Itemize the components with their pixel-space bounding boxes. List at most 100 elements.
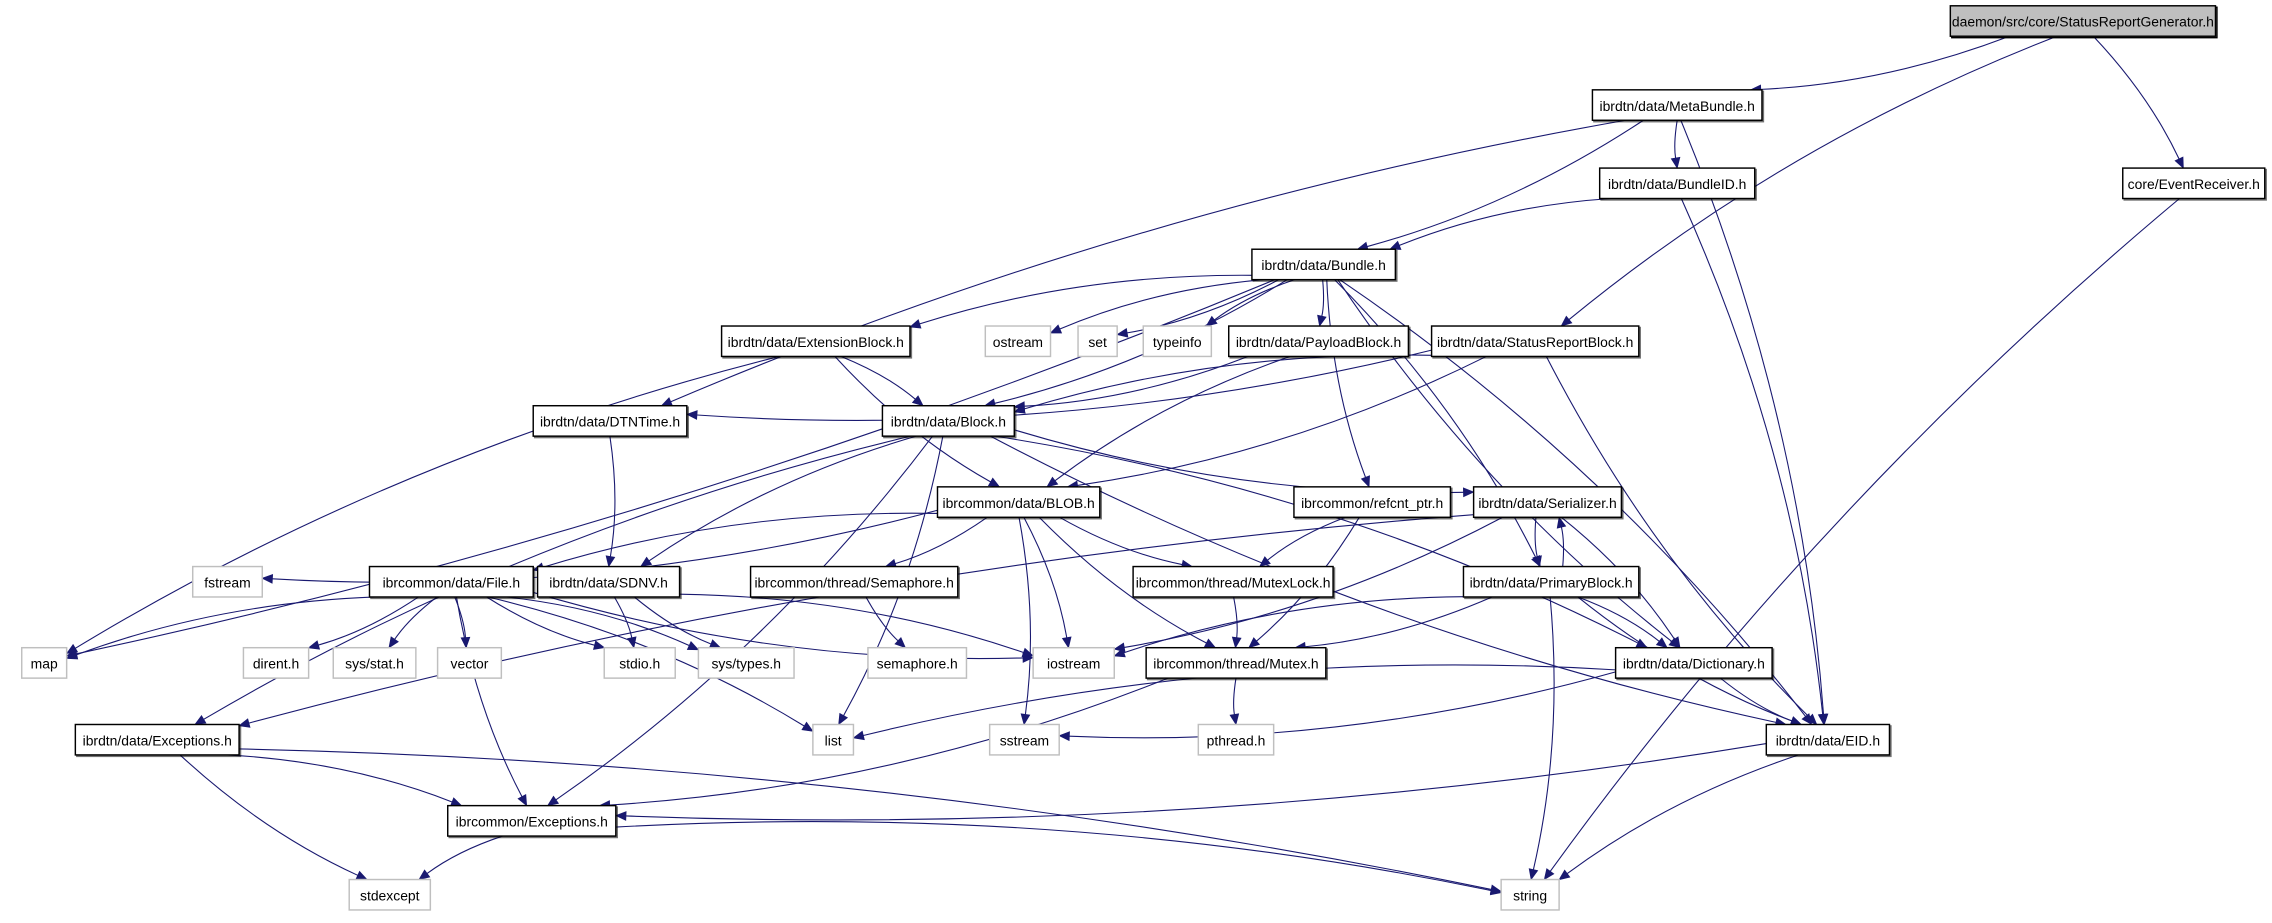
arrowhead-icon xyxy=(685,410,698,420)
node-srg[interactable]: daemon/src/core/StatusReportGenerator.h xyxy=(1949,5,2218,39)
node-cexceptions[interactable]: ibrcommon/Exceptions.h xyxy=(447,804,618,839)
edge-payloadblock-to-block xyxy=(1024,355,1249,407)
arrowhead-icon xyxy=(546,795,560,807)
node-label: stdio.h xyxy=(619,656,660,672)
node-semaphore[interactable]: semaphore.h xyxy=(867,646,968,679)
node-box xyxy=(749,565,959,598)
node-box xyxy=(21,646,68,679)
node-extensionblock[interactable]: ibrdtn/data/ExtensionBlock.h xyxy=(720,325,913,359)
node-typeinfo[interactable]: typeinfo xyxy=(1142,325,1213,358)
edge-payloadblock-to-blob xyxy=(1054,355,1291,482)
node-vector[interactable]: vector xyxy=(436,646,503,679)
node-box xyxy=(1142,325,1213,358)
arrowhead-icon xyxy=(1205,315,1218,327)
node-file[interactable]: ibrcommon/data/File.h xyxy=(368,565,536,600)
node-box xyxy=(1032,646,1115,679)
node-block[interactable]: ibrdtn/data/Block.h xyxy=(881,404,1017,439)
node-eid[interactable]: ibrdtn/data/EID.h xyxy=(1765,723,1892,758)
node-ostream[interactable]: ostream xyxy=(984,325,1052,358)
node-sdnv[interactable]: ibrdtn/data/SDNV.h xyxy=(536,565,682,600)
node-dictionary[interactable]: ibrdtn/data/Dictionary.h xyxy=(1614,646,1775,681)
node-string[interactable]: string xyxy=(1500,878,1560,911)
edge-blob-to-mutex xyxy=(1038,516,1207,644)
node-label: sys/stat.h xyxy=(345,656,404,672)
node-bundle[interactable]: ibrdtn/data/Bundle.h xyxy=(1251,248,1398,282)
node-label: ibrdtn/data/BundleID.h xyxy=(1608,176,1746,192)
node-label: ibrcommon/thread/Mutex.h xyxy=(1153,656,1318,672)
edge-cexceptions-to-string xyxy=(615,821,1492,892)
node-mutex[interactable]: ibrcommon/thread/Mutex.h xyxy=(1145,646,1328,681)
node-primaryblock[interactable]: ibrdtn/data/PrimaryBlock.h xyxy=(1462,565,1641,600)
arrowhead-icon xyxy=(517,794,528,807)
node-metabundle[interactable]: ibrdtn/data/MetaBundle.h xyxy=(1591,89,1765,123)
node-box xyxy=(2122,167,2266,200)
edge-blob-to-iostream xyxy=(1023,517,1068,638)
edge-file-to-stdio xyxy=(486,596,595,646)
arrowhead-icon xyxy=(1670,636,1681,649)
node-eventreceiver[interactable]: core/EventReceiver.h xyxy=(2122,167,2267,201)
node-label: ibrdtn/data/Block.h xyxy=(891,414,1006,430)
node-blob[interactable]: ibrcommon/data/BLOB.h xyxy=(936,486,1102,520)
edge-bundleid-to-bundle xyxy=(1399,197,1611,246)
node-statusreportblock[interactable]: ibrdtn/data/StatusReportBlock.h xyxy=(1430,325,1641,359)
arrowhead-icon xyxy=(1229,713,1240,726)
edge-dictionary-to-eid xyxy=(1720,677,1793,722)
node-box xyxy=(1614,646,1773,679)
node-sstream[interactable]: sstream xyxy=(988,723,1060,756)
arrowhead-icon xyxy=(307,640,321,650)
arrowhead-icon xyxy=(238,718,251,728)
node-stdexcept[interactable]: stdexcept xyxy=(348,878,432,911)
node-box xyxy=(536,565,681,598)
node-semaphoreh[interactable]: ibrcommon/thread/Semaphore.h xyxy=(749,565,960,600)
node-pthread[interactable]: pthread.h xyxy=(1197,723,1275,756)
edge-mutex-to-pthread xyxy=(1233,678,1237,715)
edge-extensionblock-to-map xyxy=(75,355,780,649)
node-box xyxy=(1293,486,1452,519)
node-label: daemon/src/core/StatusReportGenerator.h xyxy=(1952,14,2214,30)
node-map[interactable]: map xyxy=(21,646,68,679)
edge-primaryblock-to-iostream xyxy=(1123,596,1464,654)
edge-metabundle-to-dtntime xyxy=(670,119,1626,403)
arrowhead-icon xyxy=(1061,636,1072,649)
node-bundleid[interactable]: ibrdtn/data/BundleID.h xyxy=(1598,167,1757,201)
node-stdio[interactable]: stdio.h xyxy=(603,646,676,679)
arrowhead-icon xyxy=(1389,240,1402,250)
node-set[interactable]: set xyxy=(1077,325,1118,358)
node-label: iostream xyxy=(1047,656,1100,672)
edge-statusreportblock-to-block xyxy=(1023,354,1432,410)
node-box xyxy=(1251,248,1397,281)
node-iostream[interactable]: iostream xyxy=(1032,646,1115,679)
node-mutexlock[interactable]: ibrcommon/thread/MutexLock.h xyxy=(1132,565,1336,600)
node-label: typeinfo xyxy=(1153,334,1202,350)
node-box xyxy=(697,646,795,679)
edge-primaryblock-to-serializer xyxy=(1560,527,1565,567)
edge-blob-to-mutexlock xyxy=(1059,516,1183,566)
node-systypes[interactable]: sys/types.h xyxy=(697,646,795,679)
node-label: ibrdtn/data/Bundle.h xyxy=(1261,257,1385,273)
edge-bundleid-to-eid xyxy=(1680,198,1824,715)
arrowhead-icon xyxy=(894,636,907,649)
node-payloadblock[interactable]: ibrdtn/data/PayloadBlock.h xyxy=(1228,325,1411,359)
node-refcnt[interactable]: ibrcommon/refcnt_ptr.h xyxy=(1293,486,1453,520)
node-label: stdexcept xyxy=(360,887,420,903)
node-dexceptions[interactable]: ibrdtn/data/Exceptions.h xyxy=(74,723,242,758)
node-sysstat[interactable]: sys/stat.h xyxy=(332,646,417,679)
node-dtntime[interactable]: ibrdtn/data/DTNTime.h xyxy=(532,404,689,439)
arrowhead-icon xyxy=(801,721,814,732)
arrowhead-icon xyxy=(65,643,79,655)
node-label: set xyxy=(1088,334,1107,350)
node-serializer[interactable]: ibrdtn/data/Serializer.h xyxy=(1472,486,1624,520)
arrowhead-icon xyxy=(708,639,722,649)
edge-serializer-to-primaryblock xyxy=(1534,517,1538,557)
arrowhead-icon xyxy=(1049,324,1063,334)
node-fstream[interactable]: fstream xyxy=(191,565,263,598)
node-dirent[interactable]: dirent.h xyxy=(242,646,310,679)
edge-dexceptions-to-string xyxy=(239,748,1492,890)
edge-refcnt-to-mutexlock xyxy=(1267,516,1346,561)
node-label: list xyxy=(825,732,842,748)
arrowhead-icon xyxy=(1655,637,1668,649)
node-box xyxy=(984,325,1052,358)
node-label: semaphore.h xyxy=(877,656,958,672)
node-list[interactable]: list xyxy=(812,723,855,756)
node-label: ibrdtn/data/SDNV.h xyxy=(549,574,668,590)
